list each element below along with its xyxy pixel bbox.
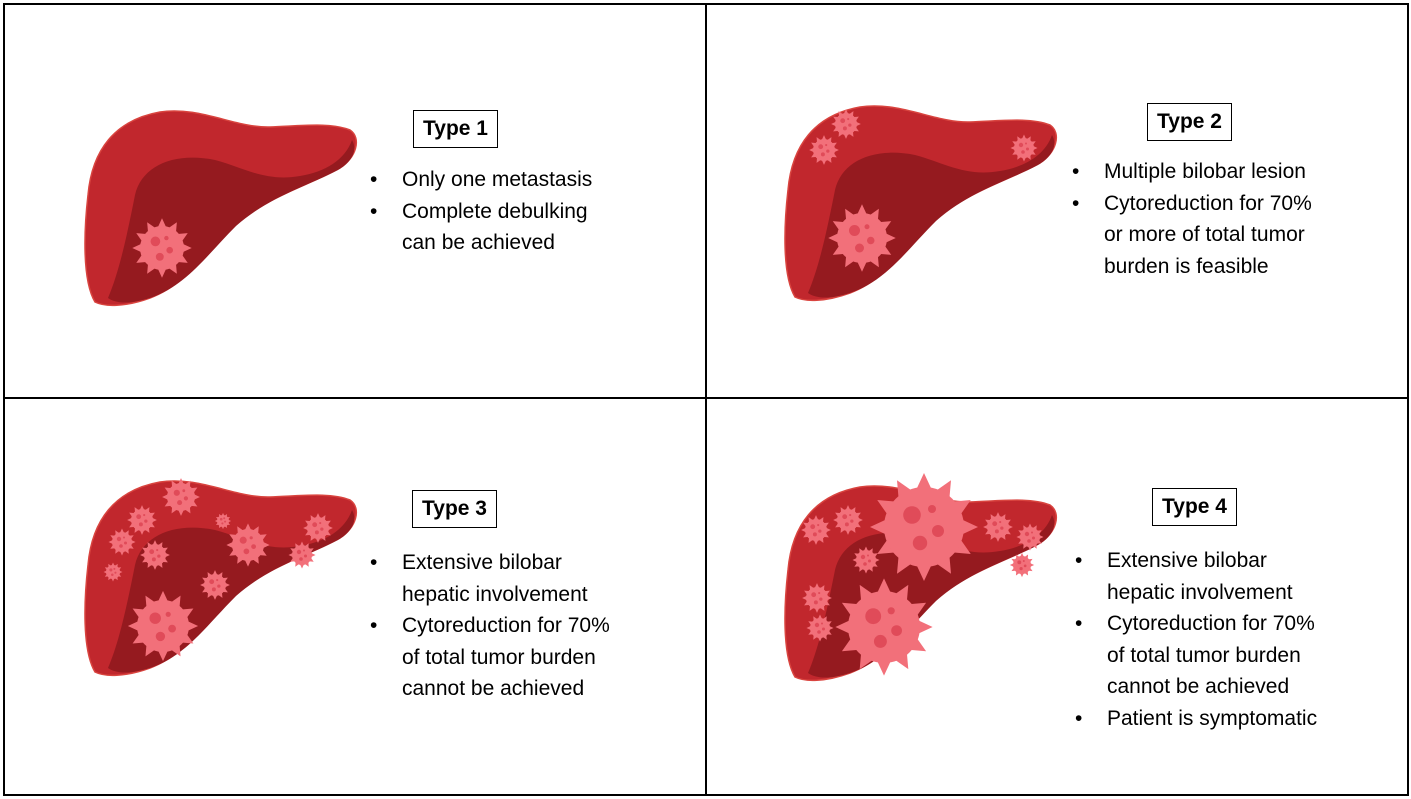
bullet-line: cannot be achieved bbox=[370, 673, 610, 705]
bullet-text: of total tumor burden bbox=[402, 645, 596, 669]
bullet-line: • Only one metastasis bbox=[370, 164, 592, 196]
bullet-line: • Cytoreduction for 70% bbox=[1075, 608, 1317, 640]
tumor-icon bbox=[835, 578, 933, 676]
bullet-line: burden is feasible bbox=[1072, 251, 1312, 283]
bullet-line: • Complete debulking bbox=[370, 196, 592, 228]
tumor-icon bbox=[1009, 552, 1035, 578]
bullet-line: • Multiple bilobar lesion bbox=[1072, 156, 1312, 188]
bullet-line: of total tumor burden bbox=[1075, 640, 1317, 672]
bullet-dot: • bbox=[370, 199, 378, 223]
tumor-icon bbox=[831, 109, 861, 139]
bullet-line: • Extensive bilobar bbox=[1075, 545, 1317, 577]
bullet-text: of total tumor burden bbox=[1107, 643, 1301, 667]
bullet-text: burden is feasible bbox=[1104, 254, 1269, 278]
bullet-text: Extensive bilobar bbox=[1107, 549, 1267, 572]
bullet-text: Cytoreduction for 70% bbox=[1104, 191, 1312, 215]
type-4-label: Type 4 bbox=[1152, 488, 1237, 526]
bullet-text: Cytoreduction for 70% bbox=[1107, 612, 1315, 635]
type-2-label: Type 2 bbox=[1147, 103, 1232, 141]
bullet-dot: • bbox=[1075, 549, 1083, 572]
bullet-text: hepatic involvement bbox=[402, 582, 588, 606]
bullet-text: cannot be achieved bbox=[402, 677, 585, 700]
tumor-icon bbox=[802, 583, 832, 613]
type-1-label: Type 1 bbox=[413, 110, 498, 148]
bullet-line: cannot be achieved bbox=[1075, 671, 1317, 703]
bullet-dot: • bbox=[1075, 706, 1083, 730]
tumor-icon bbox=[828, 204, 896, 272]
bullet-text: Complete debulking bbox=[402, 199, 588, 223]
tumor-icon bbox=[801, 515, 831, 545]
bullet-line: hepatic involvement bbox=[1075, 577, 1317, 609]
bullet-text: Only one metastasis bbox=[402, 168, 593, 191]
bullet-line: or more of total tumor bbox=[1072, 219, 1312, 251]
bullet-line: can be achieved bbox=[370, 227, 592, 259]
bullet-text: cannot be achieved bbox=[1107, 675, 1290, 698]
bullet-dot: • bbox=[370, 168, 378, 191]
bullet-dot: • bbox=[370, 614, 378, 637]
bullet-line: • Cytoreduction for 70% bbox=[1072, 188, 1312, 220]
quadrant-divider-horizontal bbox=[3, 397, 1407, 399]
tumor-icon bbox=[214, 512, 232, 530]
tumor-icon bbox=[200, 570, 230, 600]
tumor-icon bbox=[1010, 134, 1038, 162]
tumor-icon bbox=[127, 505, 157, 535]
tumor-icon bbox=[288, 541, 316, 569]
bullet-text: Patient is symptomatic bbox=[1107, 706, 1318, 730]
bullet-text: can be achieved bbox=[402, 231, 555, 254]
type-3-label: Type 3 bbox=[412, 490, 497, 528]
bullet-line: • Cytoreduction for 70% bbox=[370, 610, 610, 642]
tumor-icon bbox=[833, 505, 863, 535]
tumor-icon bbox=[132, 218, 192, 278]
bullet-dot: • bbox=[1072, 160, 1080, 183]
bullet-line: • Patient is symptomatic bbox=[1075, 703, 1317, 735]
type-3-bullets: • Extensive bilobar hepatic involvement • Cy… bbox=[370, 547, 610, 705]
bullet-text: or more of total tumor bbox=[1104, 223, 1305, 246]
tumor-icon bbox=[103, 562, 123, 582]
bullet-text: Multiple bilobar lesion bbox=[1104, 160, 1306, 183]
bullet-text: hepatic involvement bbox=[1107, 580, 1293, 604]
tumor-icon bbox=[162, 478, 200, 516]
quadrant-divider-vertical bbox=[705, 3, 707, 796]
tumor-icon bbox=[806, 614, 834, 642]
liver-icon bbox=[784, 105, 1058, 302]
tumor-icon bbox=[852, 546, 880, 574]
tumor-icon bbox=[127, 590, 199, 662]
tumor-icon bbox=[226, 523, 270, 567]
bullet-line: • Extensive bilobar bbox=[370, 547, 610, 579]
tumor-icon bbox=[983, 512, 1013, 542]
bullet-dot: • bbox=[1072, 191, 1080, 215]
type-4-bullets: • Extensive bilobar hepatic involvement • Cy… bbox=[1075, 545, 1317, 734]
type-1-bullets: • Only one metastasis • Complete debulking c… bbox=[370, 164, 592, 259]
tumor-icon bbox=[303, 513, 333, 543]
bullet-text: Cytoreduction for 70% bbox=[402, 614, 610, 637]
bullet-text: Extensive bilobar bbox=[402, 551, 562, 574]
tumor-icon bbox=[870, 473, 978, 581]
type-2-bullets: • Multiple bilobar lesion • Cytoreduction f… bbox=[1072, 156, 1312, 282]
tumor-icon bbox=[1016, 523, 1044, 551]
tumor-icon bbox=[809, 135, 839, 165]
bullet-line: of total tumor burden bbox=[370, 642, 610, 674]
tumor-icon bbox=[140, 540, 170, 570]
tumor-icon bbox=[108, 528, 136, 556]
bullet-line: hepatic involvement bbox=[370, 579, 610, 611]
bullet-dot: • bbox=[1075, 612, 1083, 635]
liver-icon bbox=[84, 110, 358, 307]
bullet-dot: • bbox=[370, 551, 378, 574]
